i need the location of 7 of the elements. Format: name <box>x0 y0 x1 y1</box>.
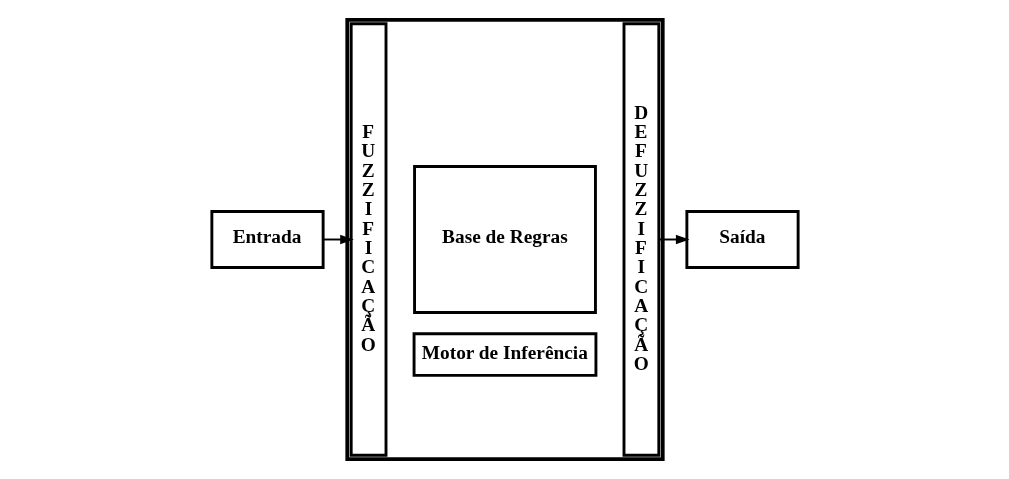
node-box: Saída <box>684 210 800 269</box>
cluster <box>344 17 665 462</box>
node-box: FUZZIFICAÇÃO <box>349 22 387 457</box>
node-box: Motor de Inferência <box>412 332 597 377</box>
node-box: Base de Regras <box>412 165 597 314</box>
node-box: DEFUZZIFICAÇÃO <box>622 22 660 457</box>
node-box: Entrada <box>209 210 325 269</box>
